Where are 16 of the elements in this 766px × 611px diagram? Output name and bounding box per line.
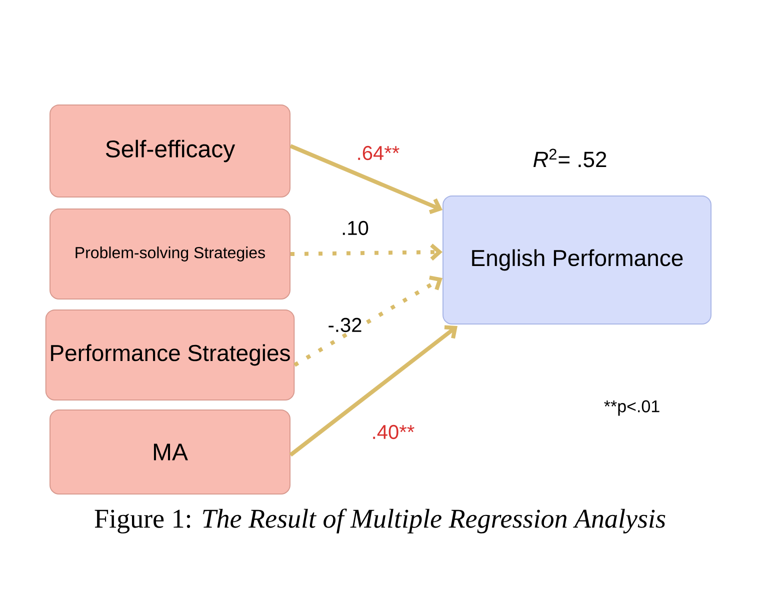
arrow: [290, 244, 442, 261]
source-box: MA: [50, 410, 290, 494]
edge-label: -.32: [326, 316, 364, 334]
source-box: Self-efficacy: [50, 104, 290, 198]
arrow: [289, 325, 458, 457]
arrow: [294, 276, 442, 367]
significance-note: **p<.01: [604, 400, 660, 416]
r-squared-label: R$^{2}$= .52: [533, 148, 606, 168]
edge-label: .40**: [370, 424, 416, 440]
arrow: [290, 144, 442, 214]
source-box: Performance Strategies: [45, 310, 295, 400]
outcome-box: English Performance: [442, 196, 712, 324]
figure-caption: Figure 1: The Result of Multiple Regression Analysis: [94, 508, 666, 534]
source-box: Problem-solving Strategies: [50, 208, 290, 300]
edge-label: .10: [340, 220, 370, 236]
edge-label: .64**: [355, 144, 401, 162]
